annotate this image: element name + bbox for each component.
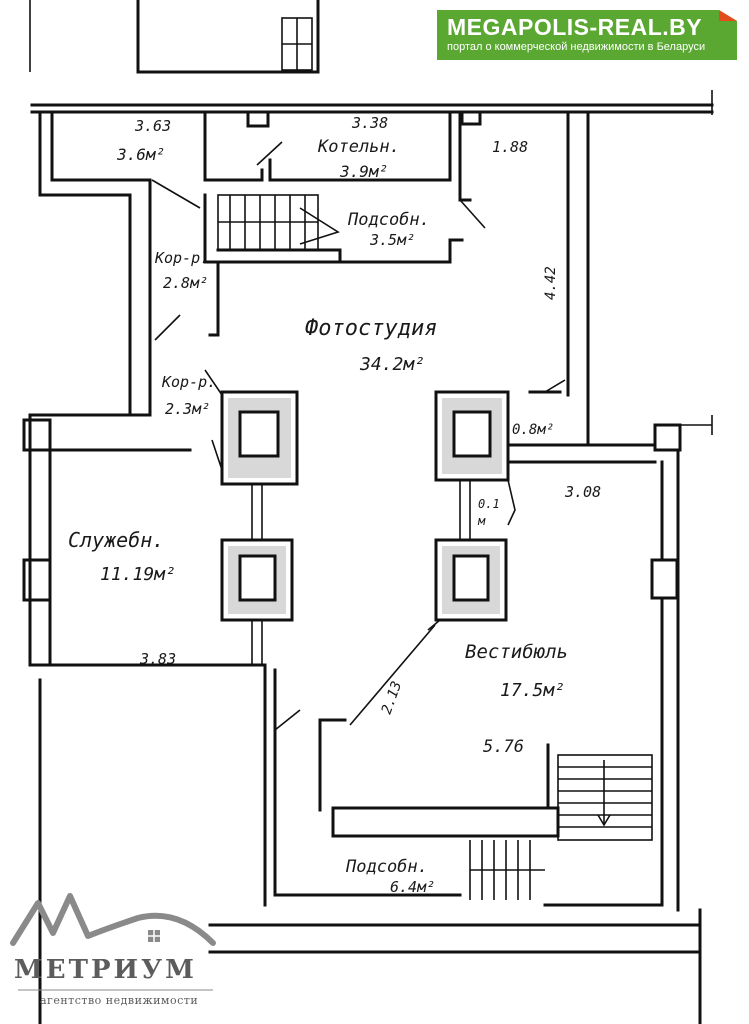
pillar-4 [434, 538, 508, 622]
top-left-dimension: 3.63 [134, 117, 171, 135]
pillar-2 [434, 390, 510, 482]
right-top-dimension: 1.88 [492, 138, 528, 156]
top-left-area: 3.6м² [116, 145, 165, 164]
vestibule-dimension-bottom: 5.76 [483, 737, 524, 757]
studio-name: Фотостудия [305, 316, 437, 341]
service-name: Служебн. [68, 528, 164, 552]
banner-corner-icon [719, 10, 737, 21]
service-area: 11.19м² [100, 564, 176, 585]
utility-top-name: Подсобн. [347, 210, 430, 230]
small-room-area: 0.8м² [512, 422, 554, 438]
studio-area: 34.2м² [359, 354, 425, 375]
metrium-logo-icon [10, 893, 216, 991]
logo-subtitle: агентство недвижимости [40, 994, 199, 1007]
plan-walls [22, 0, 714, 1024]
vestibule-area: 17.5м² [500, 680, 565, 701]
plan-labels: 3.63 3.6м² 3.38 Котельн. 3.9м² 1.88 Подс… [68, 114, 601, 896]
pillar-1 [220, 390, 299, 486]
corridor2-area: 2.3м² [165, 400, 210, 418]
boiler-area: 3.9м² [339, 162, 388, 181]
megapolis-banner[interactable]: MEGAPOLIS-REAL.BY портал о коммерческой … [437, 10, 737, 60]
banner-title: MEGAPOLIS-REAL.BY [447, 14, 703, 40]
utility-bottom-name: Подсобн. [345, 857, 428, 877]
logo-name: МЕТРИУМ [14, 955, 197, 985]
tiny-area: 0.1 [478, 497, 500, 511]
corridor2-name: Кор-р. [161, 373, 216, 391]
boiler-dimension: 3.38 [351, 114, 388, 132]
tiny-unit: м [477, 514, 486, 528]
stairs-top [217, 194, 340, 251]
banner-subtitle: портал о коммерческой недвижимости в Бел… [447, 41, 706, 53]
stairs-bottom [469, 754, 653, 900]
vestibule-dimension-top: 3.08 [564, 483, 601, 501]
utility-bottom-area: 6.4м² [390, 878, 435, 896]
utility-top-area: 3.5м² [369, 231, 415, 249]
right-wall-dimension: 4.42 [543, 266, 559, 300]
vestibule-name: Вестибюль [465, 641, 568, 663]
corridor1-area: 2.8м² [163, 274, 208, 292]
door-dimension: 2.13 [379, 679, 406, 716]
service-dimension: 3.83 [139, 650, 176, 668]
corridor1-name: Кор-р. [154, 249, 209, 267]
boiler-name: Котельн. [317, 137, 400, 157]
pillar-3 [220, 538, 294, 622]
